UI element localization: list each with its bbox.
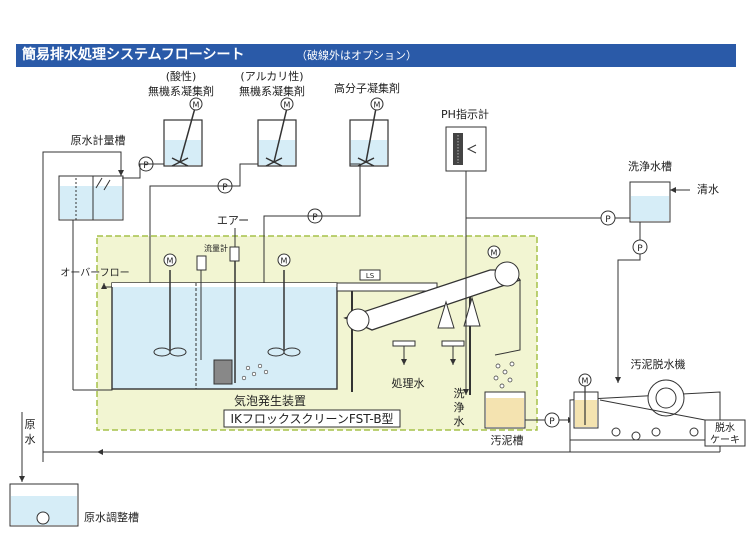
svg-text:P: P [605,215,611,225]
svg-text:M: M [193,101,200,110]
flow-meter [196,255,207,271]
motor-icon: M [277,253,291,267]
motor-icon: M [370,97,384,111]
sludge-dewatering-machine [569,379,721,453]
air-flow-meter [229,246,240,262]
wash-water-vertical-label-2: 浄 [454,400,465,414]
raw-water-adjustment-tank [9,483,79,527]
dewatered-cake-box [704,419,746,447]
sludge-tank [484,391,526,429]
svg-text:M: M [281,257,288,266]
product-label-box [223,409,401,428]
motor-icon: M [163,253,177,267]
svg-text:M: M [582,377,589,386]
svg-text:M: M [284,101,291,110]
wash-water-vertical-label-1: 洗 [454,387,465,400]
title-bar [16,44,736,67]
svg-text:M: M [374,101,381,110]
pump-icon: P [632,239,648,255]
motor-icon: M [487,245,501,259]
acid-coagulant-tank [163,107,203,167]
alkali-note-label: (アルカリ性) [240,69,303,83]
overflow-label: オーバーフロー [60,267,129,279]
sludge-tank-label: 汚泥槽 [491,434,524,447]
ph-meter [445,126,487,172]
sludge-dewatering-machine-label: 汚泥脱水機 [631,357,686,371]
pump-icon: P [544,412,560,428]
flow-meter-label: 流量計 [204,243,228,253]
page-title: 簡易排水処理システムフローシート [22,47,245,63]
ph-meter-label: PH指示計 [441,107,489,121]
svg-text:P: P [637,244,643,254]
dewatered-cake-label-2: ケーキ [710,434,740,446]
bubble-generator-label: 気泡発生装置 [234,393,306,408]
motor-icon: M [189,97,203,111]
page-subtitle: （破線外はオプション） [296,49,417,62]
raw-water-vertical-label-1: 原 [25,418,36,431]
motor-icon: M [280,97,294,111]
wash-water-tank-label: 洗浄水槽 [628,159,672,173]
treated-water-label: 処理水 [392,377,425,390]
acid-note-label: (酸性) [166,69,197,83]
sludge-drops [493,361,515,389]
polymer-coagulant-tank [349,107,389,167]
svg-text:P: P [312,213,318,223]
air-label: エアー [217,214,249,227]
pump-icon: P [600,210,616,226]
motor-icon: M [578,373,592,387]
svg-text:M: M [167,257,174,266]
acid-coagulant-label: 無機系凝集剤 [148,84,214,98]
svg-text:P: P [222,183,228,193]
dewatered-cake-label-1: 脱水 [715,421,735,434]
svg-text:P: P [143,161,149,171]
agitator-left [153,270,187,357]
bubble-generator [213,359,269,385]
raw-water-adjustment-tank-label: 原水調整槽 [84,510,139,524]
wash-water-vertical-label-3: 水 [454,415,465,428]
clean-water-label: 清水 [697,183,719,196]
raw-water-metering-tank [58,175,124,221]
polymer-coagulant-label: 高分子凝集剤 [334,81,400,95]
product-name: IKフロックスクリーンFST-B型 [230,412,393,426]
alkali-coagulant-tank [257,107,297,167]
wash-water-tank [629,181,671,223]
svg-text:M: M [491,249,498,258]
svg-text:P: P [549,417,555,427]
svg-text:LS: LS [366,272,375,280]
raw-water-metering-tank-label: 原水計量槽 [71,133,126,147]
raw-water-vertical-label-2: 水 [25,433,36,446]
agitator-right [267,270,301,357]
alkali-coagulant-label: 無機系凝集剤 [239,84,305,98]
